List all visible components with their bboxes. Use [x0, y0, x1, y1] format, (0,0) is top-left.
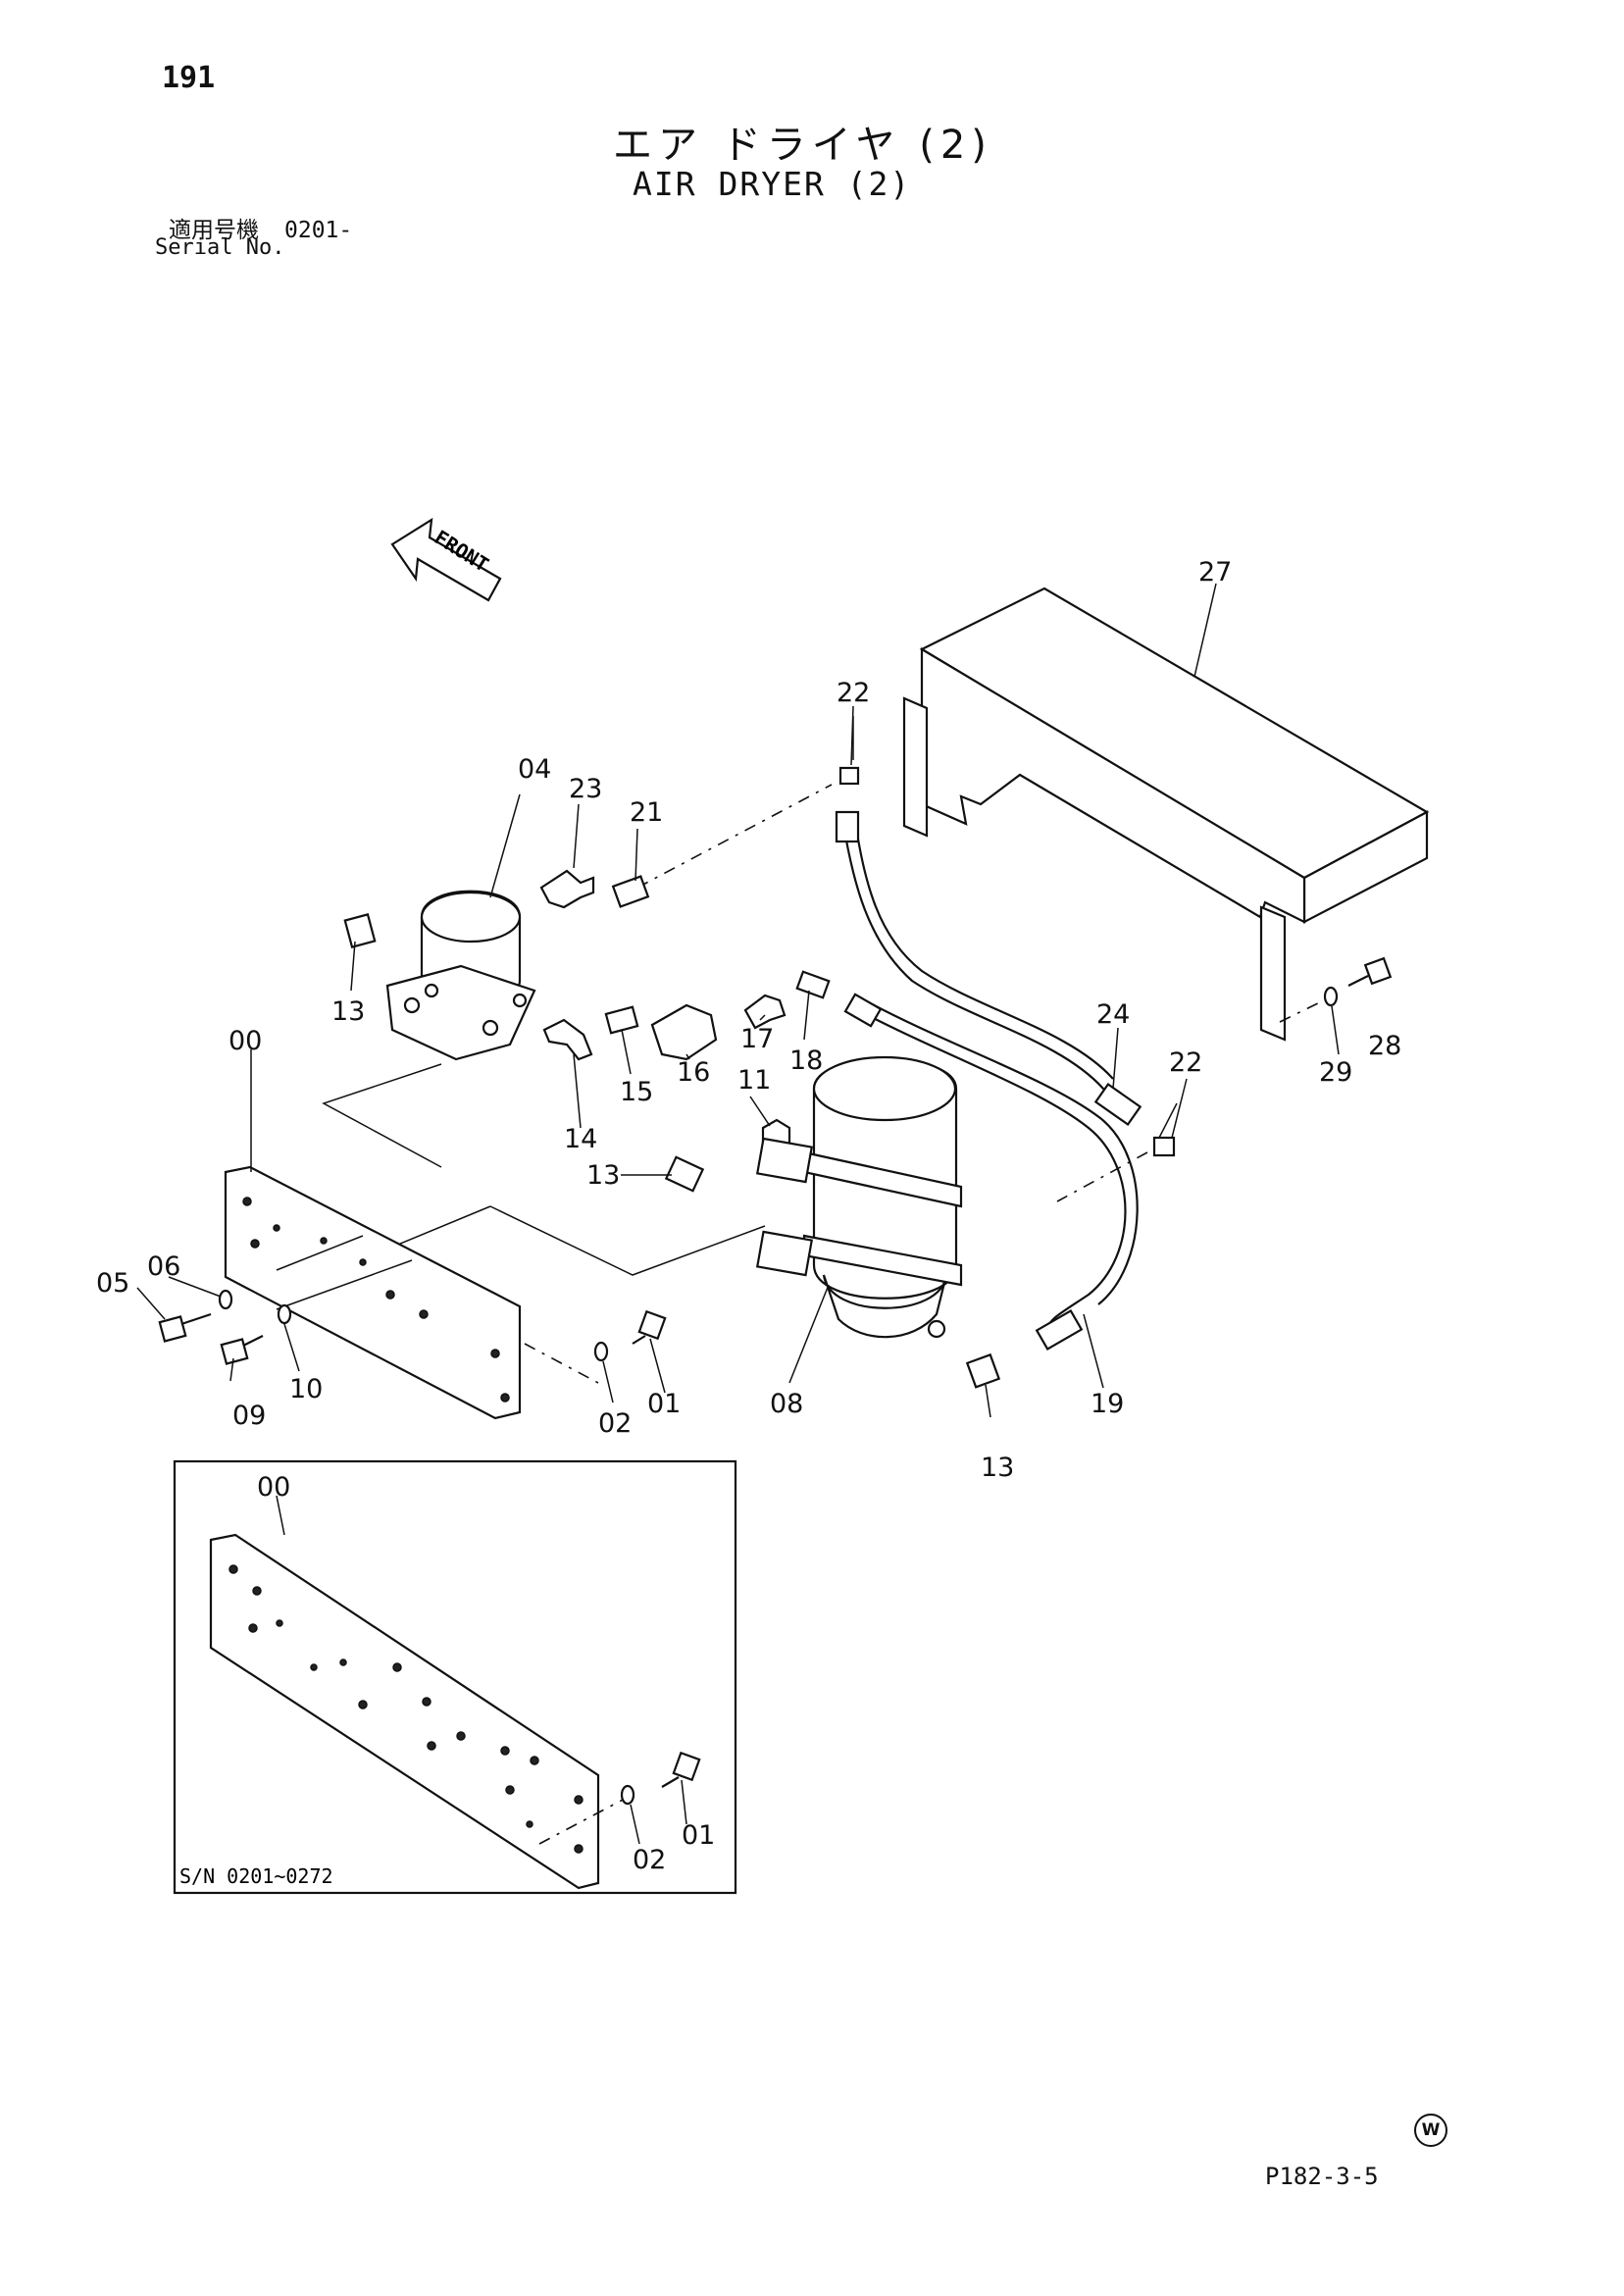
part-18-nipple — [795, 970, 831, 999]
inset-callout-00: 00 — [257, 1472, 290, 1503]
serial-value: 0201- — [284, 218, 353, 243]
serial-applicability-jp: 適用号機 0201- — [169, 211, 352, 244]
part-14-elbow — [542, 1018, 593, 1061]
callout-23: 23 — [569, 774, 602, 804]
callout-11: 11 — [737, 1065, 771, 1096]
part-24-hose-end-bottom — [1093, 1082, 1142, 1127]
callout-29: 29 — [1319, 1057, 1352, 1088]
callout-19: 19 — [1091, 1389, 1124, 1419]
part-28-bolt — [1347, 956, 1393, 987]
part-19-hose-end-bottom — [1035, 1308, 1084, 1352]
part-23-elbow — [539, 869, 595, 909]
callout-13-c: 13 — [981, 1453, 1014, 1483]
part-00-plate — [224, 1165, 522, 1420]
part-15-nipple — [604, 1005, 639, 1035]
w-mark-symbol: W — [1414, 2114, 1447, 2147]
callout-24: 24 — [1096, 999, 1130, 1030]
part-17-elbow — [743, 994, 787, 1030]
part-22-fitting-upper — [838, 766, 860, 786]
callout-01: 01 — [647, 1389, 681, 1419]
leader-lines — [136, 705, 1340, 1418]
part-01-bolt — [632, 1309, 667, 1345]
part-13-fitting-a — [343, 913, 377, 948]
part-22-fitting-lower — [1152, 1136, 1176, 1157]
callout-06: 06 — [147, 1251, 180, 1282]
serial-label-en: Serial No. — [155, 235, 285, 260]
footer-page-code: P182-3-5 — [1265, 2163, 1379, 2190]
part-08-air-dryer-lower — [755, 1055, 963, 1339]
callout-14: 14 — [564, 1124, 597, 1154]
callout-13-b: 13 — [586, 1160, 620, 1191]
part-06-washer — [218, 1289, 233, 1310]
callout-16: 16 — [677, 1057, 710, 1088]
part-04-air-dryer-upper — [385, 890, 536, 1061]
callout-09: 09 — [232, 1401, 266, 1431]
callout-08: 08 — [770, 1389, 803, 1419]
callout-05: 05 — [96, 1268, 129, 1299]
part-21-fitting — [611, 875, 650, 908]
part-24-hose-end-top — [835, 810, 860, 843]
callout-28: 28 — [1368, 1031, 1401, 1061]
callout-04: 04 — [518, 754, 551, 785]
part-19-hose-end-top — [843, 993, 883, 1028]
part-29-washer — [1323, 986, 1339, 1007]
inset-callout-02: 02 — [633, 1845, 666, 1875]
callout-22-upper: 22 — [837, 678, 870, 708]
callout-27: 27 — [1198, 557, 1232, 587]
front-direction-arrow: FRONT — [390, 517, 502, 602]
part-13-fitting-c — [965, 1352, 1001, 1389]
part-27-cover — [902, 583, 1430, 1042]
part-05-bolt — [158, 1312, 212, 1343]
page-title-japanese: エア ドライヤ (2) — [613, 123, 992, 168]
callout-15: 15 — [620, 1077, 653, 1107]
page-title-english: AIR DRYER (2) — [633, 165, 912, 203]
part-13-fitting-b — [664, 1155, 705, 1193]
inset-serial-label: S/N 0201~0272 — [179, 1864, 333, 1888]
callout-02: 02 — [598, 1408, 632, 1439]
callout-00: 00 — [228, 1026, 262, 1056]
part-09-bolt — [220, 1335, 264, 1365]
part-16-valve — [650, 1003, 718, 1061]
callout-21: 21 — [630, 797, 663, 828]
inset-serial-range: 00 02 01 S/N 0201~0272 — [173, 1459, 737, 1895]
part-02-washer — [593, 1341, 609, 1362]
callout-10: 10 — [289, 1374, 323, 1404]
callout-22-lower: 22 — [1169, 1047, 1202, 1078]
callout-18: 18 — [789, 1046, 823, 1076]
serial-label-jp: 適用号機 — [169, 218, 259, 243]
callout-13-a: 13 — [331, 996, 365, 1027]
part-10-washer — [277, 1303, 292, 1325]
page-number: 191 — [162, 61, 216, 95]
callout-17: 17 — [740, 1024, 774, 1054]
inset-callout-01: 01 — [682, 1820, 715, 1851]
